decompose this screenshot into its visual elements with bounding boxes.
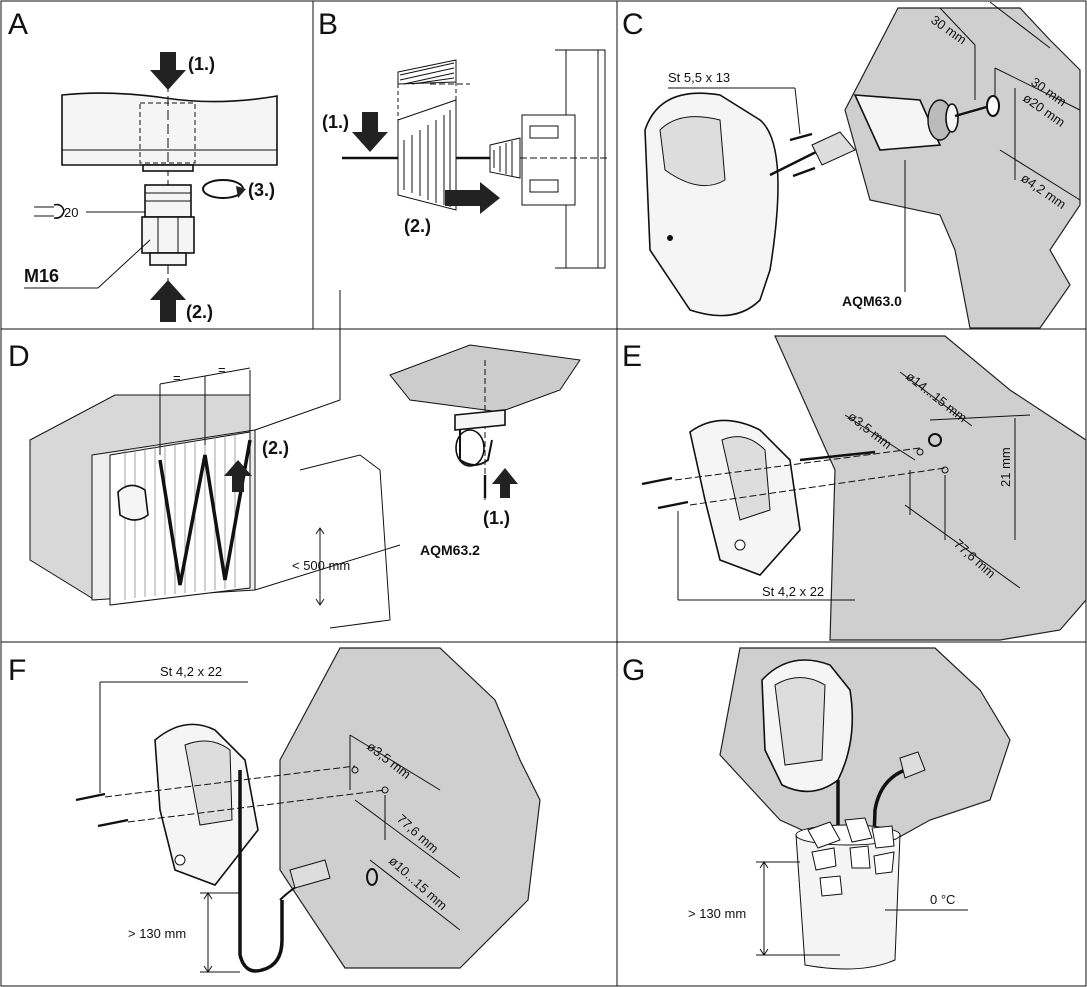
temperature-label: 0 °C [930, 892, 955, 907]
panel-f: F St 4,2 x 22 ø3,5 mm 77,6 mm ø10...15 m… [8, 647, 541, 973]
gland-nut [141, 216, 195, 254]
right-arrow-icon [445, 182, 500, 214]
step-1-label: (1.) [188, 54, 215, 74]
sensor-small [117, 484, 149, 521]
panel-a-letter: A [8, 8, 28, 41]
panel-g: G > 130 mm 0 °C [622, 647, 1011, 970]
thread-label: M16 [24, 266, 59, 286]
wrench-icon [34, 203, 65, 219]
panel-f-letter: F [8, 654, 26, 687]
model-label: AQM63.2 [420, 542, 480, 558]
step-2-label: (2.) [186, 302, 213, 322]
step-2-label: (2.) [262, 438, 289, 458]
panel-c: C 30 mm 30 mm ø20 mm ø4,2 mm St 5,5 x 13 [622, 1, 1081, 329]
equal-mark-2: = [218, 362, 226, 377]
sensor-tip [289, 859, 331, 889]
panel-b-letter: B [318, 8, 338, 41]
step-2-label: (2.) [404, 216, 431, 236]
panel-d: D = = (2.) < 500 mm [8, 290, 581, 629]
up-arrow-icon [492, 468, 518, 498]
wall-surface [774, 335, 1087, 641]
step-3-label: (3.) [248, 180, 275, 200]
panel-c-letter: C [622, 8, 644, 41]
wall-surface [279, 647, 541, 969]
up-arrow-icon [150, 280, 186, 322]
down-arrow-icon [150, 52, 186, 90]
dim-21: 21 mm [998, 447, 1013, 487]
equal-mark-1: = [173, 370, 181, 385]
model-label: AQM63.0 [842, 293, 902, 309]
clip [459, 430, 493, 466]
mounting-flange [853, 94, 942, 151]
down-arrow-icon [352, 112, 388, 152]
panel-d-letter: D [8, 340, 30, 373]
screw-icon [641, 476, 689, 510]
depth-label: > 130 mm [128, 926, 186, 941]
screw-icon [75, 792, 129, 828]
screw-label: St 4,2 x 22 [160, 664, 222, 679]
up-arrow-icon [224, 460, 252, 492]
panel-g-letter: G [622, 654, 645, 687]
capillary [158, 439, 252, 586]
step-1-label: (1.) [483, 508, 510, 528]
depth-label: > 130 mm [688, 906, 746, 921]
screw-label: St 5,5 x 13 [668, 70, 730, 85]
panel-e-letter: E [622, 340, 642, 373]
panel-b: B (1.) (2.) [318, 8, 610, 269]
screw-icon [789, 132, 816, 178]
step-1-label: (1.) [322, 112, 349, 132]
screw-label: St 4,2 x 22 [762, 584, 824, 599]
wrench-size: 20 [64, 205, 78, 220]
cone-top [397, 59, 457, 85]
housing [61, 92, 278, 166]
panel-a: A (1.) (2.) (3.) 20 M16 [8, 8, 278, 322]
capillary [238, 770, 284, 973]
panel-e: E ø14...15 mm ø3,5 mm 21 mm 77,6 mm St 4… [622, 335, 1087, 641]
spacing-label: < 500 mm [292, 558, 350, 573]
wall-surface [844, 7, 1081, 329]
